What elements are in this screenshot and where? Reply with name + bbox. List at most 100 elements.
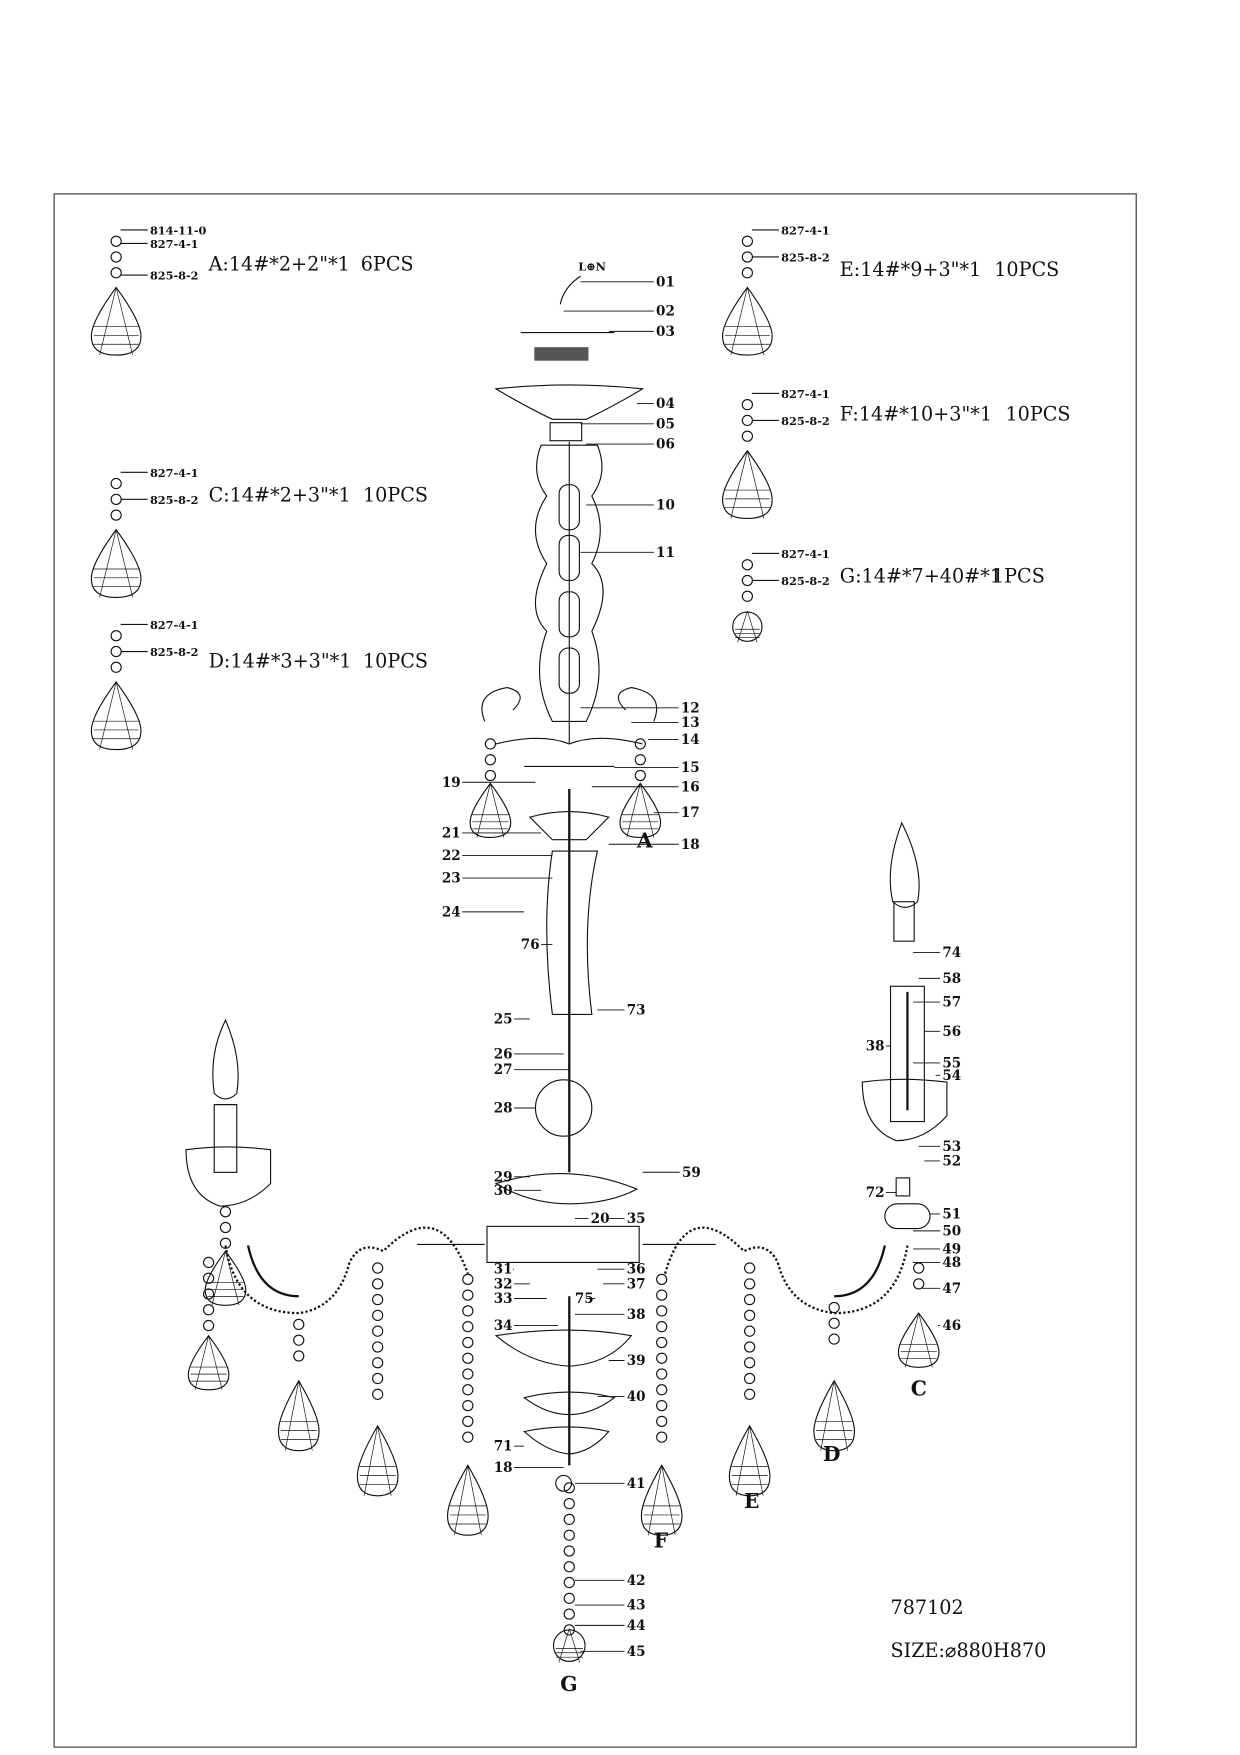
- svg-text:49: 49: [942, 1241, 961, 1257]
- crystal-drop: [728, 1424, 771, 1497]
- callout-52: 52: [924, 1153, 961, 1169]
- bead-chain: [110, 630, 122, 673]
- svg-text:44: 44: [627, 1618, 646, 1634]
- svg-text:30: 30: [494, 1183, 513, 1199]
- part-code: 825-8-2: [781, 251, 830, 265]
- svg-text:04: 04: [656, 396, 675, 412]
- svg-text:06: 06: [656, 437, 675, 453]
- svg-text:31: 31: [494, 1262, 513, 1278]
- size-spec: SIZE:⌀880H870: [891, 1639, 1047, 1662]
- callout-21: 21: [442, 825, 542, 841]
- callout-22: 22: [442, 848, 553, 864]
- crystal-drop: [640, 1464, 683, 1536]
- part-code: 825-8-2: [781, 414, 830, 428]
- crystal-drop: [732, 610, 763, 643]
- callout-48: 48: [913, 1255, 961, 1271]
- svg-text:46: 46: [942, 1318, 961, 1334]
- callout-38: 38: [574, 1307, 646, 1323]
- svg-text:58: 58: [942, 971, 961, 987]
- callout-02: 02: [563, 304, 675, 320]
- callout-18: 18: [494, 1460, 564, 1476]
- callout-18: 18: [608, 837, 700, 853]
- svg-text:57: 57: [942, 995, 961, 1011]
- svg-text:15: 15: [681, 760, 700, 776]
- callout-23: 23: [442, 871, 553, 887]
- svg-text:23: 23: [442, 871, 461, 887]
- drawing-frame: [53, 193, 1137, 1748]
- svg-text:24: 24: [442, 904, 461, 920]
- callout-37: 37: [603, 1276, 646, 1292]
- callout-74: 74: [913, 945, 961, 961]
- callout-58: 58: [918, 971, 961, 987]
- callout-39: 39: [608, 1353, 646, 1369]
- callout-49: 49: [913, 1241, 961, 1257]
- svg-text:12: 12: [681, 700, 700, 716]
- callout-59: 59: [642, 1165, 701, 1181]
- crystal-drop: [619, 782, 662, 839]
- drop-label-E: E: [744, 1489, 759, 1513]
- callout-12: 12: [580, 700, 700, 716]
- callout-40: 40: [597, 1389, 646, 1405]
- bead-chain: [656, 1273, 668, 1443]
- wire-label: L⊕N: [578, 260, 606, 274]
- bead-chain: [462, 1273, 474, 1443]
- bead-chain: [484, 738, 497, 782]
- svg-text:52: 52: [942, 1153, 961, 1169]
- svg-text:14: 14: [681, 732, 700, 748]
- callout-01: 01: [580, 274, 675, 290]
- svg-text:38: 38: [627, 1307, 646, 1323]
- svg-text:16: 16: [681, 779, 700, 795]
- central-structure: [185, 275, 948, 1466]
- svg-text:48: 48: [942, 1255, 961, 1271]
- callout-34: 34: [494, 1318, 559, 1334]
- callout-35: 35: [608, 1211, 646, 1227]
- svg-text:13: 13: [681, 715, 700, 731]
- svg-text:73: 73: [627, 1002, 646, 1018]
- svg-text:18: 18: [681, 837, 700, 853]
- callout-29: 29: [494, 1169, 530, 1185]
- part-code: 827-4-1: [150, 618, 199, 632]
- part-code: 825-8-2: [150, 645, 199, 659]
- bead-chain: [741, 559, 754, 602]
- crystal-drop: [356, 1424, 399, 1497]
- svg-text:38: 38: [866, 1039, 885, 1055]
- bead-chain: [741, 399, 754, 442]
- crystal-drop: [187, 1334, 230, 1391]
- crystal-drop: [204, 1250, 247, 1306]
- svg-text:37: 37: [627, 1276, 646, 1292]
- callout-50: 50: [913, 1223, 961, 1239]
- callout-31: 31: [494, 1262, 515, 1278]
- svg-text:56: 56: [942, 1024, 961, 1040]
- part-code: 825-8-2: [150, 493, 199, 507]
- part-code: 827-4-1: [781, 387, 830, 401]
- drop-label-D: D: [823, 1442, 841, 1466]
- legend-spec: F:14#*10+3"*1: [840, 402, 992, 425]
- bead-chain: [110, 477, 122, 521]
- legend-spec: E:14#*9+3"*1: [840, 258, 981, 281]
- svg-text:34: 34: [494, 1318, 513, 1334]
- svg-text:53: 53: [942, 1139, 961, 1155]
- crystal-drop: [90, 286, 142, 356]
- bead-chain: [563, 1482, 575, 1636]
- svg-text:18: 18: [494, 1460, 513, 1476]
- callout-38: 38: [866, 1039, 891, 1055]
- bead-chain: [372, 1262, 384, 1400]
- svg-text:74: 74: [942, 945, 961, 961]
- svg-text:27: 27: [494, 1062, 513, 1078]
- svg-text:50: 50: [942, 1223, 961, 1239]
- callout-57: 57: [913, 995, 961, 1011]
- drop-label-C: C: [911, 1376, 927, 1400]
- bead-chain: [743, 1262, 756, 1400]
- svg-text:28: 28: [494, 1101, 513, 1117]
- callout-43: 43: [574, 1598, 646, 1614]
- part-code: 827-4-1: [781, 223, 830, 237]
- bead-chain: [913, 1262, 925, 1290]
- svg-text:51: 51: [942, 1206, 961, 1222]
- crystal-drop: [446, 1464, 489, 1536]
- legend-qty: 10PCS: [363, 649, 428, 672]
- drop-label-G: G: [560, 1672, 577, 1696]
